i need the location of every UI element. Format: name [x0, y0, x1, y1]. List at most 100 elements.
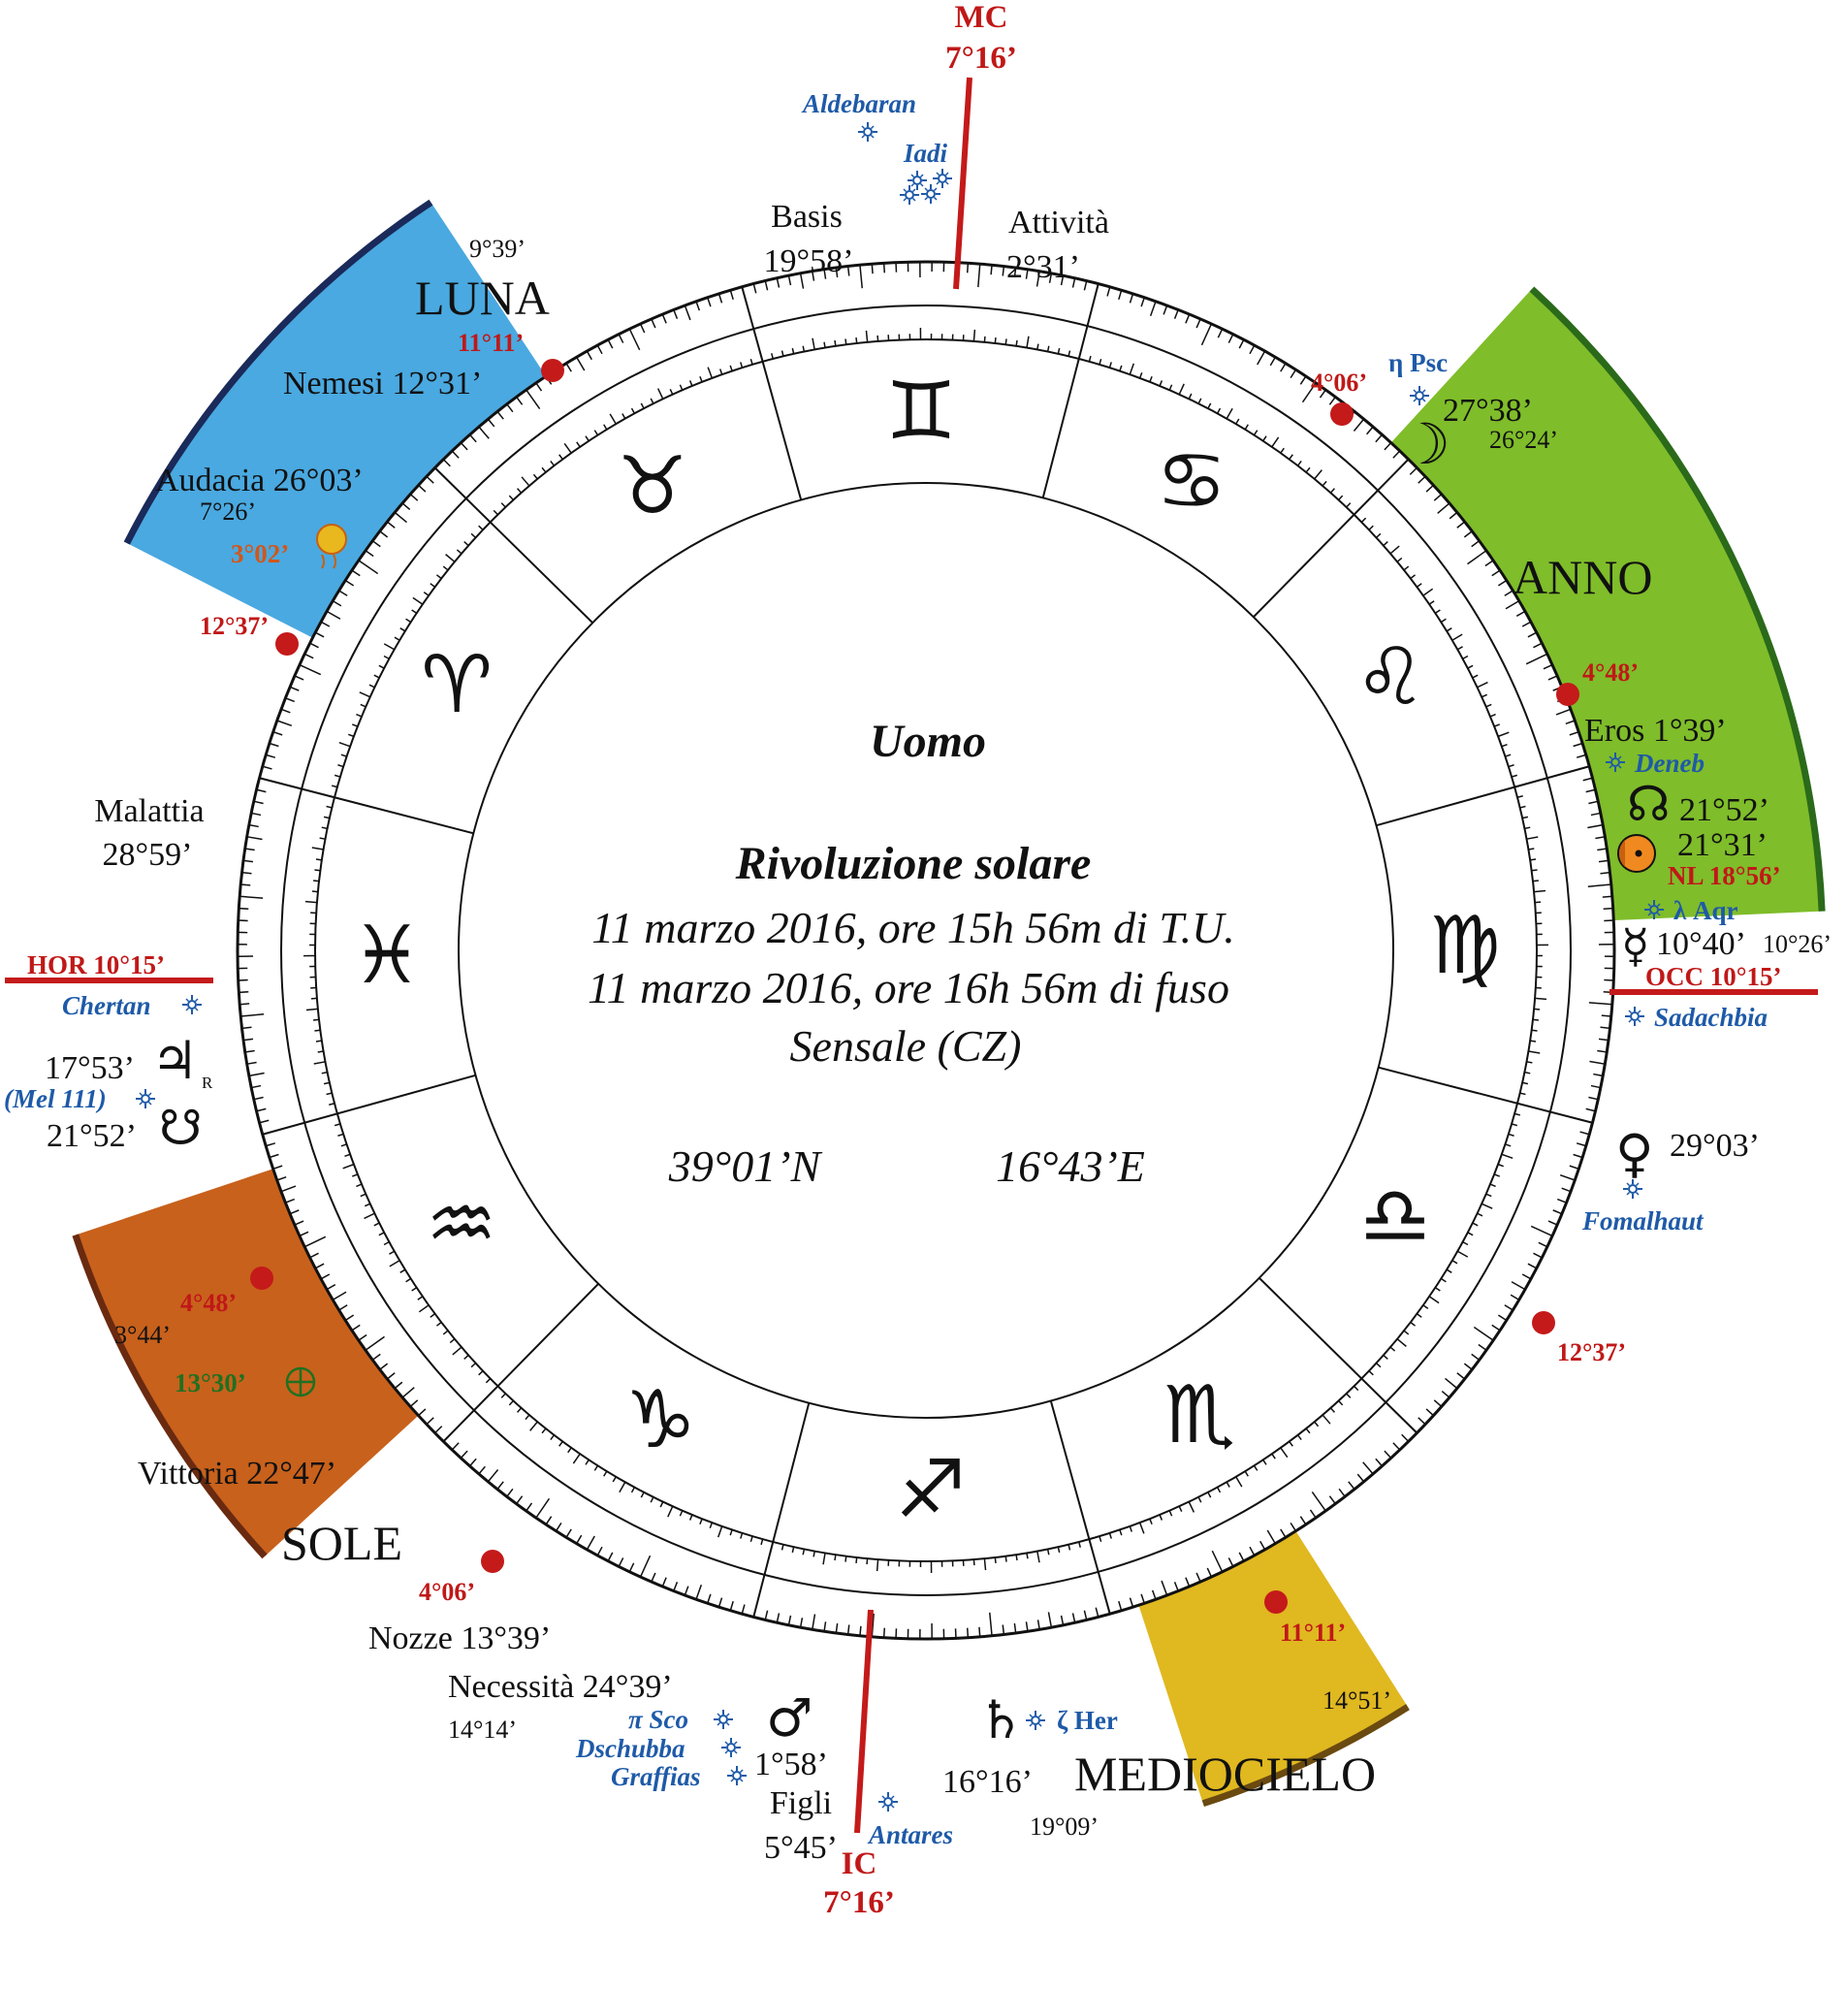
red-point-anno [1556, 683, 1579, 706]
basis-degree: 19°58’ [764, 243, 854, 279]
jupiter-degree: 17°53’ [45, 1050, 135, 1086]
red-point-anno-label: 4°48’ [1582, 658, 1639, 687]
nozze-label: Nozze 13°39’ [368, 1620, 551, 1656]
star-mel111-icon [135, 1088, 156, 1109]
longitude: 16°43’E [996, 1141, 1145, 1191]
mars-icon: ♂ [766, 1687, 812, 1748]
hor-label: HOR 10°15’ [27, 950, 165, 979]
mc-degree: 7°16’ [945, 41, 1017, 76]
star-sadachbia-label: Sadachbia [1654, 1003, 1768, 1032]
moon-degree: 27°38’ [1443, 393, 1533, 429]
mediocielo-sector-label: MEDIOCIELO [1074, 1747, 1376, 1801]
sign-ring-outer [314, 338, 1538, 1562]
necessita-label: Necessità 24°39’ [448, 1669, 673, 1705]
star-cluster-iadi-icon [899, 168, 953, 206]
malattia-degree: 28°59’ [103, 837, 193, 873]
place: Sensale (CZ) [790, 1021, 1022, 1071]
sole-cusp-top: 3°44’ [114, 1321, 171, 1349]
date-local: 11 marzo 2016, ore 16h 56m di fuso [588, 963, 1229, 1012]
red-point-left-upper [275, 632, 299, 656]
saturn-icon: ♄ [977, 1689, 1024, 1750]
mercury-icon: ☿ [1621, 919, 1649, 974]
star-chertan-icon [181, 994, 203, 1015]
red-point-sole [250, 1267, 273, 1290]
red-point-left-upper-label: 12°37’ [200, 612, 269, 640]
star-eta-psc-label: η Psc [1388, 348, 1448, 377]
jupiter-retrograde: R [202, 1074, 213, 1092]
moon-icon: ☽ [1400, 411, 1450, 477]
star-zeta-her-label: ζ Her [1057, 1706, 1118, 1735]
luna-sector-edge [123, 199, 433, 545]
star-antares-icon [877, 1791, 899, 1813]
pisces-glyph: ♓ [351, 910, 423, 1002]
sole-cusp-bottom: 14°14’ [448, 1716, 517, 1744]
star-lambda-aqr-label: λ Aqr [1673, 896, 1738, 925]
sagittarius-glyph: ♐ [895, 1444, 967, 1536]
sign-dividers [259, 283, 1593, 1618]
red-point-sole-label: 4°48’ [180, 1289, 237, 1317]
luna-sector-label: LUNA [415, 271, 550, 325]
occ-label: OCC 10°15’ [1645, 962, 1782, 991]
star-deneb-label: Deneb [1634, 749, 1705, 778]
mediocielo-cusp-top: 14°51’ [1322, 1686, 1391, 1715]
figli-label: Figli [770, 1785, 832, 1821]
red-point-upper-right-label: 4°06’ [1311, 369, 1367, 397]
new-moon-label: NL 18°56’ [1668, 861, 1781, 890]
scorpio-glyph: ♏ [1163, 1369, 1235, 1461]
star-dschubba-label: Dschubba [575, 1734, 685, 1763]
sun-degree: 21°31’ [1677, 827, 1768, 863]
star-aldebaran-icon [857, 121, 878, 143]
part-of-fortune-icon [285, 1366, 316, 1397]
attivita-degree: 2°31’ [1006, 249, 1080, 285]
jupiter-icon: ♃ [151, 1030, 198, 1091]
red-point-right-lower [1532, 1311, 1555, 1334]
star-sadachbia-icon [1624, 1006, 1645, 1027]
anno-cusp-top: 26°24’ [1489, 426, 1558, 454]
anno-cusp-bottom: 10°26’ [1763, 930, 1832, 958]
aquarius-glyph: ♒ [426, 1178, 497, 1270]
luna-cusp-bottom: 7°26’ [200, 497, 256, 526]
red-point-sole-low-label: 4°06’ [419, 1578, 475, 1606]
libra-glyph: ♎ [1359, 1171, 1431, 1263]
chart-subject: Uomo [870, 716, 986, 767]
malattia-label: Malattia [94, 793, 204, 829]
aries-glyph: ♈ [421, 639, 493, 731]
ic-degree: 7°16’ [823, 1885, 895, 1920]
red-point-upper-right [1330, 402, 1354, 426]
figli-degree: 5°45’ [764, 1830, 838, 1866]
audacia-label: Audacia 26°03’ [155, 463, 364, 498]
red-point-medio-label: 11°11’ [1280, 1619, 1346, 1647]
inner-circle [458, 482, 1394, 1419]
anno-sector-label: ANNO [1513, 550, 1652, 604]
attivita-label: Attività [1008, 205, 1109, 241]
star-graffias-icon [726, 1765, 748, 1786]
red-point-luna [541, 359, 564, 382]
anno-sector [1371, 289, 1823, 922]
luna-sector [126, 202, 562, 652]
ic-axis-line [854, 1609, 874, 1834]
red-point-right-lower-label: 12°37’ [1557, 1338, 1626, 1366]
star-chertan-label: Chertan [62, 991, 151, 1020]
sole-sector [75, 1159, 440, 1556]
leo-glyph: ♌ [1354, 631, 1426, 723]
star-dschubba-icon [720, 1737, 742, 1758]
nemesi-label: Nemesi 12°31’ [283, 366, 482, 401]
sole-sector-label: SOLE [281, 1516, 402, 1570]
red-point-luna-label: 11°11’ [458, 329, 524, 357]
cancer-glyph: ♋ [1156, 435, 1227, 528]
north-node-icon: ☊ [1627, 776, 1670, 832]
anno-sector-edge [1529, 286, 1826, 912]
north-node-degree: 21°52’ [1679, 792, 1769, 828]
mc-axis-line [953, 77, 972, 290]
mercury-degree: 10°40’ [1656, 926, 1746, 962]
vittoria-label: Vittoria 22°47’ [138, 1456, 336, 1492]
taurus-glyph: ♉ [617, 440, 688, 532]
capricorn-glyph: ♑ [624, 1374, 696, 1466]
eclipse-icon [316, 524, 347, 555]
venus-icon: ♀ [1615, 1123, 1654, 1184]
star-aldebaran-label: Aldebaran [801, 89, 916, 118]
date-ut: 11 marzo 2016, ore 15h 56m di T.U. [591, 903, 1235, 952]
south-node-icon: ☋ [159, 1100, 202, 1156]
virgo-glyph: ♍ [1429, 900, 1501, 992]
